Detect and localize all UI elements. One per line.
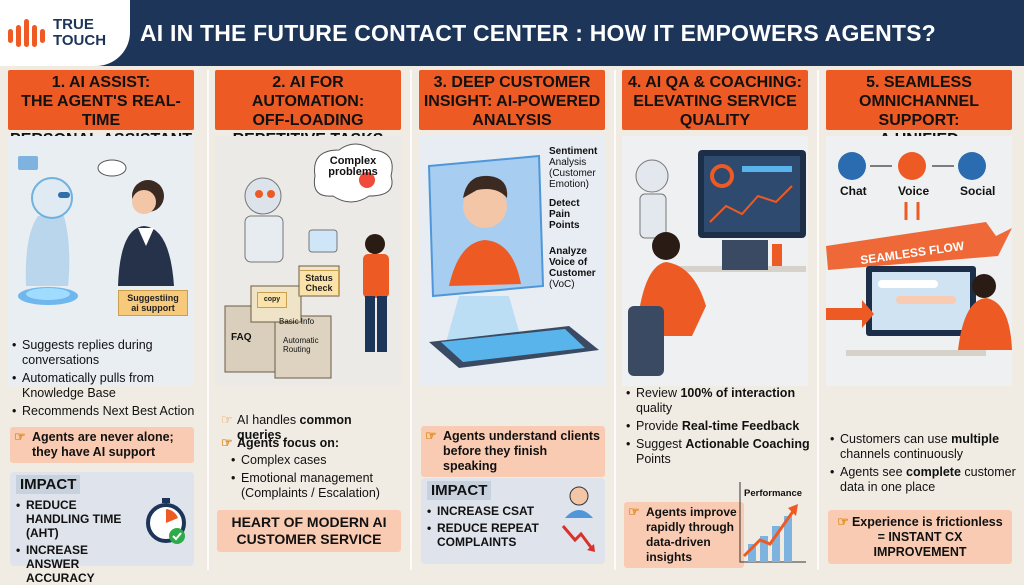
list-item: Agents see complete customer data in one… [830, 465, 1016, 495]
heart-banner: HEART OF MODERN AI CUSTOMER SERVICE [217, 510, 401, 552]
omnichannel-list: Customers can use multiple channels cont… [830, 432, 1016, 498]
impact-box: IMPACT INCREASE CSAT REDUCE REPEAT COMPL… [421, 478, 605, 564]
pointing-hand-icon: ☞ [221, 412, 233, 427]
channel-chat: Chat [840, 184, 867, 198]
column-title: 1. AI ASSIST:THE AGENT'S REAL-TIMEPERSON… [8, 70, 194, 148]
performance-label: Performance [744, 488, 803, 499]
column-divider [207, 70, 209, 570]
label-voc: Analyze Voice of Customer (VoC) [549, 246, 596, 290]
list-item: Recommends Next Best Action [12, 404, 202, 419]
callout-ai-handles: ☞ AI handles common queries [221, 412, 352, 442]
box-label-faq: FAQ [231, 332, 252, 343]
callout-agents-focus: ☞ Agents focus on: [221, 435, 340, 450]
impact-box: IMPACT REDUCE HANDLING TIME (AHT) INCREA… [10, 472, 194, 585]
copy-tag: copy [257, 292, 287, 308]
omnichannel-illustration [826, 136, 1012, 386]
pointing-hand-icon: ☞ [837, 514, 849, 529]
feature-list: Suggests replies during conversations Au… [12, 338, 202, 422]
pointing-hand-icon: ☞ [14, 429, 26, 444]
list-item: Suggest Actionable Coaching Points [626, 437, 812, 467]
column-divider [614, 70, 616, 570]
impact-item: INCREASE CSAT [427, 504, 557, 518]
list-item: Automatically pulls from Knowledge Base [12, 371, 202, 401]
box-label-basic-info: Basic Info [279, 317, 315, 326]
impact-item: REDUCE HANDLING TIME (AHT) [16, 498, 142, 540]
header-bar: TRUE TOUCH AI IN THE FUTURE CONTACT CENT… [0, 0, 1024, 66]
column-divider [410, 70, 412, 570]
column-ai-automation: 2. AI FOR AUTOMATION:OFF-LOADINGREPETITI… [209, 70, 407, 570]
status-check-tag: Status Check [299, 270, 339, 296]
brand-logo: TRUE TOUCH [0, 0, 130, 66]
frictionless-banner: ☞Experience is frictionless = INSTANT CX… [828, 510, 1012, 564]
impact-item: INCREASE ANSWER ACCURACY [16, 543, 142, 585]
pointing-hand-icon: ☞ [425, 428, 437, 443]
impact-heading: IMPACT [16, 475, 81, 494]
list-item: Emotional management (Complaints / Escal… [231, 471, 401, 501]
customer-down-trend-icon [561, 486, 595, 552]
automation-illustration [215, 136, 401, 386]
impact-list: INCREASE CSAT REDUCE REPEAT COMPLAINTS [427, 504, 557, 549]
focus-list: Complex cases Emotional management (Comp… [231, 453, 401, 504]
callout-box: ☞ Agents understand clients before they … [421, 426, 605, 477]
list-item: Suggests replies during conversations [12, 338, 202, 368]
qa-coaching-illustration [622, 136, 808, 386]
box-label-routing: Automatic Routing [283, 336, 319, 354]
label-sentiment: Sentiment Analysis (Customer Emotion) [549, 146, 598, 190]
impact-item: REDUCE REPEAT COMPLAINTS [427, 521, 557, 549]
stopwatch-icon [146, 498, 186, 544]
qa-feature-list: Review 100% of interaction quality Provi… [626, 386, 812, 470]
callout-box: ☞ Agents improve rapidly through data-dr… [624, 502, 744, 568]
callout-box: ☞ Agents are never alone; they have AI s… [10, 427, 194, 463]
pointing-hand-icon: ☞ [628, 504, 640, 519]
label-pain-points: Detect Pain Points [549, 198, 580, 231]
channel-social: Social [960, 184, 996, 198]
flame-icon [8, 19, 45, 47]
impact-heading: IMPACT [427, 481, 492, 500]
column-title: 2. AI FOR AUTOMATION:OFF-LOADINGREPETITI… [215, 70, 401, 148]
pointing-hand-icon: ☞ [221, 435, 233, 450]
customer-insight-illustration [419, 136, 605, 386]
list-item: Provide Real-time Feedback [626, 419, 812, 434]
brand-line2: TOUCH [53, 32, 107, 49]
performance-growth-icon [739, 482, 806, 563]
column-divider [817, 70, 819, 570]
channel-voice: Voice [898, 184, 930, 198]
page-title: AI IN THE FUTURE CONTACT CENTER : HOW IT… [140, 19, 936, 46]
list-item: Complex cases [231, 453, 401, 468]
list-item: Customers can use multiple channels cont… [830, 432, 1016, 462]
list-item: Review 100% of interaction quality [626, 386, 812, 416]
column-ai-assist: 1. AI ASSIST:THE AGENT'S REAL-TIMEPERSON… [2, 70, 202, 585]
brand-line1: TRUE [53, 16, 94, 33]
